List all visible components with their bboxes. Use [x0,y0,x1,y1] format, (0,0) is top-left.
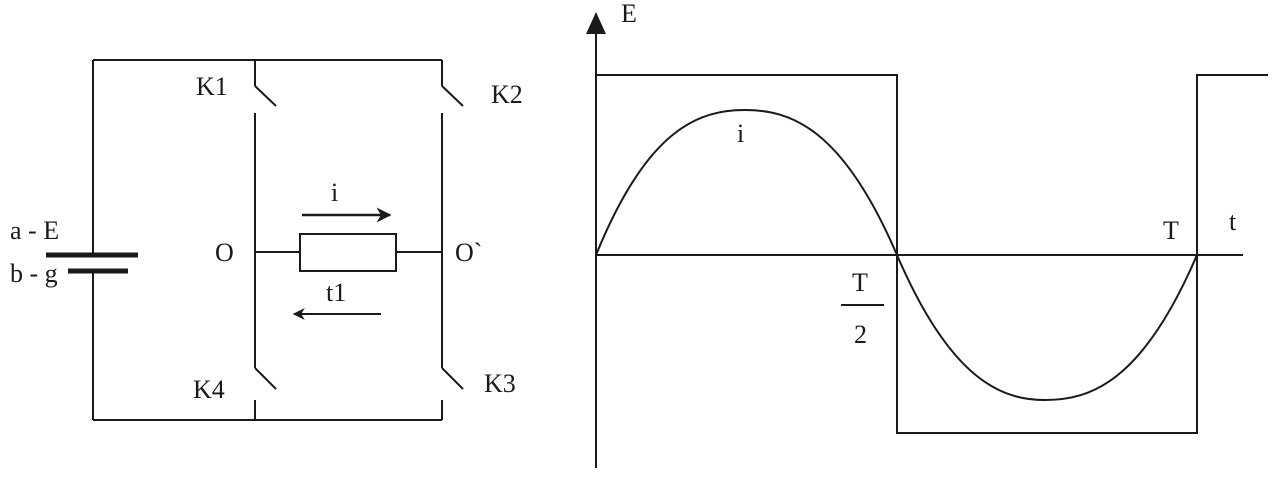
circuit-schematic: a - E b - g K1 K2 K3 K4 O O` i t1 [10,59,523,421]
half-period-denominator: 2 [854,320,867,349]
node-o-prime-label: O` [455,238,482,267]
x-axis-label: t [1229,207,1237,236]
reverse-label: t1 [326,278,346,307]
switch-k1 [254,85,277,107]
y-axis-label: E [621,0,637,28]
period-label: T [1163,216,1179,245]
y-axis-arrow-icon [586,12,606,34]
waveform-graph: E t i T T 2 [586,0,1268,468]
sine-label: i [737,119,744,148]
label-k2: K2 [491,80,523,109]
load-resistor [299,233,397,272]
node-o-label: O [215,238,234,267]
switch-k2 [441,85,464,107]
label-k3: K3 [484,369,516,398]
current-label: i [331,178,338,207]
sine-wave-current [595,108,1198,402]
battery-minus-label: b - g [10,259,58,288]
label-k1: K1 [196,72,228,101]
half-period-numerator: T [852,268,868,297]
switch-k4 [254,367,277,390]
label-k4: K4 [193,375,225,404]
switch-k3 [441,367,464,390]
battery-plus-label: a - E [10,216,59,245]
square-wave-voltage [596,74,1268,434]
